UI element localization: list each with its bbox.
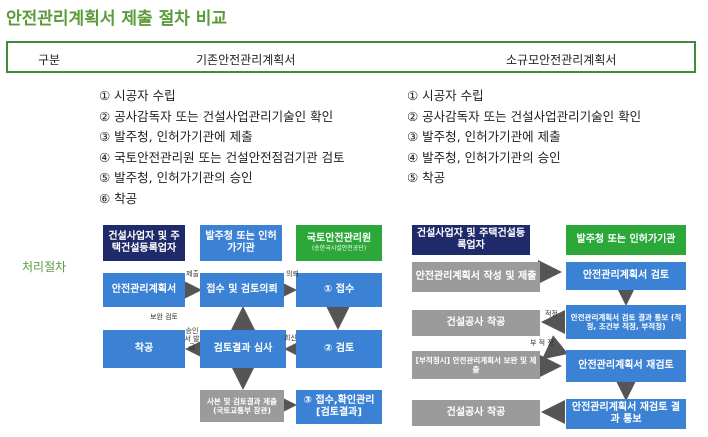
node-screening: 검토결과 심사 — [200, 330, 286, 368]
label-reply: 회신 — [284, 334, 297, 342]
page-title: 안전관리계획서 제출 절차 비교 — [6, 9, 228, 29]
header-category: 구분 — [38, 53, 61, 67]
actor-r-contractor: 건설사업자 및 주택건설등록업자 — [412, 225, 530, 255]
list-item: ① 시공자 수립 — [99, 88, 176, 103]
node-r-review: 안전관리계획서 검토 — [566, 262, 686, 290]
node-r-improper-resubmit: [부적정시] 안전관리계획서 보완 및 제출 — [412, 351, 540, 379]
list-item: ③ 발주청, 인허가기관에 제출 — [99, 129, 253, 144]
node-r-rereview: 안전관리계획서 재검토 — [566, 350, 686, 382]
existing-steps-list: ① 시공자 수립 ② 공사감독자 또는 건설사업관리기술인 확인 ③ 발주청, … — [99, 86, 345, 209]
actor-kalis-sub: (송한국시설안전공단) — [311, 245, 367, 252]
node-plan: 안전관리계획서 — [103, 273, 185, 307]
label-submit: 제출 — [186, 270, 199, 278]
actor-r-orderer: 발주청 또는 인허가기관 — [566, 225, 686, 255]
node-copy-submit: 사본 및 검토결과 제출 (국토교통부 장관) — [200, 390, 284, 422]
actor-kalis-label: 국토안전관리원 — [306, 233, 372, 244]
header-small-plan: 소규모안전관리계획서 — [506, 53, 617, 67]
node-receive-request: 접수 및 검토의뢰 — [200, 273, 284, 307]
label-request: 의뢰 — [286, 270, 299, 278]
small-steps-list: ① 시공자 수립 ② 공사감독자 또는 건설사업관리기술인 확인 ③ 발주청, … — [407, 86, 641, 189]
node-r-start-1: 건설공사 착공 — [412, 310, 540, 336]
list-item: ⑤ 발주청, 인허가기관의 승인 — [99, 170, 253, 185]
header-existing-plan: 기존안전관리계획서 — [196, 53, 296, 67]
actor-orderer: 발주청 또는 인허가기관 — [200, 225, 282, 261]
label-approval: 승인서 발급 — [184, 327, 200, 351]
list-item: ① 시공자 수립 — [407, 88, 484, 103]
node-r-rereview-notice: 안전관리계획서 재검토 결과 통보 — [566, 399, 686, 429]
list-item: ④ 국토안전관리원 또는 건설안전점검기관 검토 — [99, 149, 345, 165]
label-supplement: 보완 검토 — [150, 313, 178, 321]
list-item: ④ 발주청, 인허가기관의 승인 — [407, 149, 561, 165]
section-label: 처리절차 — [22, 260, 67, 274]
node-r-write-submit: 안전관리계획서 작성 및 제출 — [412, 262, 540, 292]
label-r-improper: 부 적 정 — [530, 339, 554, 347]
node-r-result-notice: 안전관리계획서 검토 결과 통보 (적정, 조건부 적정, 부적정) — [566, 305, 686, 339]
node-r-start-2: 건설공사 착공 — [412, 400, 540, 426]
node-receive: ① 접수 — [296, 273, 382, 307]
list-item: ⑤ 착공 — [407, 170, 446, 185]
actor-contractor: 건설사업자 및 주택건설등록업자 — [103, 225, 185, 261]
label-r-proper: 적정 — [545, 310, 558, 318]
list-item: ⑥ 착공 — [99, 190, 138, 206]
list-item: ③ 발주청, 인허가기관에 제출 — [407, 129, 561, 144]
list-item: ② 공사감독자 또는 건설사업관리기술인 확인 — [99, 108, 334, 124]
list-item: ② 공사감독자 또는 건설사업관리기술인 확인 — [407, 108, 642, 124]
table-header: 구분 기존안전관리계획서 소규모안전관리계획서 — [6, 41, 696, 73]
actor-kalis: 국토안전관리원 (송한국시설안전공단) — [296, 225, 382, 261]
node-final-receive: ③ 접수,확인관리 [검토결과] — [296, 390, 382, 424]
node-review: ② 검토 — [296, 330, 382, 368]
node-start-construction: 착공 — [103, 330, 185, 368]
